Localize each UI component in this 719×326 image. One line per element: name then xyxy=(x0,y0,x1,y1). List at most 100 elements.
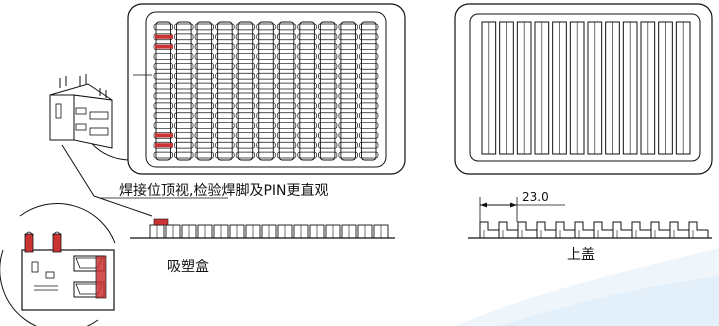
cavity-cell xyxy=(256,102,276,110)
cavity-cell xyxy=(359,92,379,100)
cavity-cell xyxy=(318,63,338,70)
cavity-cell xyxy=(153,63,173,70)
cavity-cell xyxy=(276,102,297,110)
cavity-cell xyxy=(174,102,194,110)
cavity-cell xyxy=(256,23,276,31)
cavity-cell xyxy=(297,122,317,129)
cavity-cell xyxy=(297,132,317,139)
cavity-cell xyxy=(174,23,194,31)
cavity-cell xyxy=(338,122,358,129)
dimension-value: 23.0 xyxy=(522,190,549,204)
cavity-cell xyxy=(174,43,194,50)
cavity-cell xyxy=(235,33,256,41)
lid-side-view: 23.0 xyxy=(468,190,712,239)
cavity-cell xyxy=(318,92,338,100)
cavity-cell xyxy=(235,141,256,149)
cavity-cell xyxy=(194,53,214,60)
connector-front xyxy=(49,94,75,141)
cavity-cell xyxy=(194,132,214,139)
cavity-cell xyxy=(297,63,317,70)
connector-side xyxy=(73,94,113,149)
cavity-cell xyxy=(338,102,358,110)
cavity-cell xyxy=(174,112,194,119)
tray-pin-highlights xyxy=(155,34,173,148)
cavity-cell xyxy=(174,63,194,70)
cavity-cell xyxy=(338,141,358,149)
cavity-cell xyxy=(174,82,194,90)
cavity-cell xyxy=(215,141,235,149)
cavity-cell xyxy=(276,43,297,50)
cavity-cell xyxy=(174,53,194,60)
cavity-cell xyxy=(194,122,214,129)
cavity-column xyxy=(299,21,315,161)
cavity-cell xyxy=(174,141,194,149)
cavity-cell xyxy=(359,141,379,149)
cavity-cell xyxy=(235,132,256,139)
cavity-cell xyxy=(297,141,317,149)
cavity-cell xyxy=(276,112,297,119)
lower-circle-arc-top xyxy=(19,203,116,244)
cavity-column xyxy=(258,21,274,161)
tray-side-view xyxy=(130,218,395,239)
cavity-cell xyxy=(235,23,256,31)
cavity-cell xyxy=(174,132,194,139)
cavity-cell xyxy=(256,132,276,139)
lid-side-tooth xyxy=(536,221,556,238)
cavity-cell xyxy=(153,92,173,100)
cavity-cell xyxy=(256,63,276,70)
cavity-column xyxy=(340,21,356,161)
cavity-cell xyxy=(297,33,317,41)
cavity-cell xyxy=(215,43,235,50)
cavity-cell xyxy=(215,63,235,70)
cavity-cell xyxy=(194,72,214,80)
lid-inner-border xyxy=(469,13,701,162)
lid-side-tooth xyxy=(593,221,613,238)
cavity-cell xyxy=(276,33,297,41)
cavity-cell xyxy=(276,23,297,31)
cavity-cell xyxy=(318,82,338,90)
cavity-cell xyxy=(194,82,214,90)
cavity-cell xyxy=(318,151,338,159)
cavity-cell xyxy=(318,23,338,31)
cavity-cell xyxy=(174,72,194,80)
cavity-cell xyxy=(256,112,276,119)
lid-side-tooth xyxy=(574,221,594,238)
lid-side-tooth xyxy=(688,221,708,238)
cavity-cell xyxy=(194,92,214,100)
cavity-cell xyxy=(256,92,276,100)
cavity-cell xyxy=(153,53,173,60)
lid-slots xyxy=(481,21,691,155)
cavity-cell xyxy=(297,53,317,60)
cavity-cell xyxy=(235,43,256,50)
cavity-column xyxy=(196,21,213,161)
lid-side-tooth xyxy=(479,221,499,238)
cavity-cell xyxy=(297,82,317,90)
cavity-cell xyxy=(235,72,256,80)
cavity-cell xyxy=(256,72,276,80)
connector-top xyxy=(49,83,113,101)
cavity-cell xyxy=(153,112,173,119)
cavity-cell xyxy=(235,122,256,129)
tray-outer-border xyxy=(127,3,406,175)
cavity-cell xyxy=(338,63,358,70)
cavity-cell xyxy=(359,43,379,50)
cavity-cell xyxy=(297,112,317,119)
cavity-cell xyxy=(318,141,338,149)
cavity-cell xyxy=(215,53,235,60)
cavity-cell xyxy=(153,151,173,159)
cavity-cell xyxy=(215,72,235,80)
tray-inner-border xyxy=(145,11,387,168)
cavity-cell xyxy=(359,132,379,139)
cavity-cell xyxy=(318,102,338,110)
pin-highlight xyxy=(155,143,173,148)
tray-cavity-grid xyxy=(153,21,379,161)
cavity-cell xyxy=(297,72,317,80)
tray-caption: 吸塑盒 xyxy=(167,258,209,275)
cavity-cell xyxy=(297,92,317,100)
cavity-cell xyxy=(256,141,276,149)
cavity-cell xyxy=(338,112,358,119)
inspection-note: 焊接位顶视,检验焊脚及PIN更直观 xyxy=(119,182,329,199)
pin-red-left xyxy=(24,233,34,253)
lid-side-tooth xyxy=(555,221,575,238)
